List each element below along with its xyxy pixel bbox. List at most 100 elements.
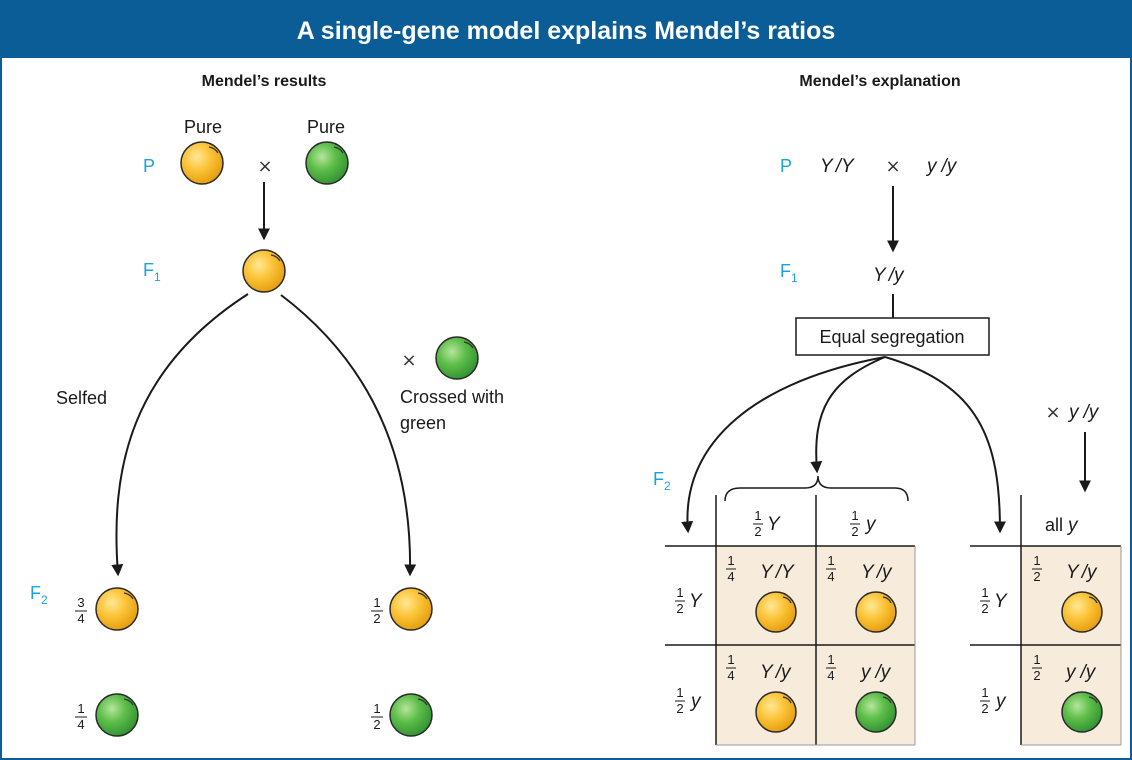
testcross-row-header-2: 1 2 y bbox=[980, 685, 1007, 716]
svg-text:Y/y: Y/y bbox=[760, 662, 792, 683]
svg-text:2: 2 bbox=[373, 611, 380, 626]
svg-text:4: 4 bbox=[827, 569, 834, 584]
svg-text:1: 1 bbox=[676, 685, 683, 700]
testcross-genotype: y/y bbox=[1067, 402, 1100, 423]
punnett-yellow-pea bbox=[855, 591, 897, 633]
left-p-cross-symbol: × bbox=[257, 156, 272, 177]
punnett-yellow-pea bbox=[755, 591, 797, 633]
svg-text:y/y: y/y bbox=[859, 662, 892, 683]
svg-text:3: 3 bbox=[77, 595, 84, 610]
svg-text:2: 2 bbox=[676, 701, 683, 716]
svg-text:1: 1 bbox=[981, 685, 988, 700]
svg-text:1: 1 bbox=[851, 508, 858, 523]
crossed-label-line2: green bbox=[400, 413, 446, 433]
right-f2-label: F2 bbox=[653, 469, 671, 493]
punnett-green-pea bbox=[855, 691, 897, 733]
svg-text:Y/y: Y/y bbox=[861, 562, 893, 583]
right-p-label: P bbox=[780, 156, 792, 176]
selfed-label: Selfed bbox=[56, 388, 107, 408]
testcross-symbol: × bbox=[1045, 402, 1060, 423]
figure-title: A single-gene model explains Mendel’s ra… bbox=[297, 17, 836, 45]
p-right-genotype: y/y bbox=[925, 156, 958, 177]
svg-text:1: 1 bbox=[827, 652, 834, 667]
selfed-yellow-fraction: 3 4 bbox=[75, 595, 87, 626]
svg-text:y/y: y/y bbox=[1064, 662, 1097, 683]
punnett-cell-2-1: 1 4 Y/y bbox=[726, 652, 797, 733]
testcross-yellow-pea bbox=[1061, 591, 1103, 633]
punnett-yellow-pea bbox=[755, 691, 797, 733]
punnett-cell-1-2: 1 4 Y/y bbox=[826, 553, 897, 633]
svg-text:4: 4 bbox=[77, 717, 84, 732]
svg-text:4: 4 bbox=[827, 668, 834, 683]
svg-text:1: 1 bbox=[676, 585, 683, 600]
parent-green-pea bbox=[305, 141, 349, 185]
svg-text:2: 2 bbox=[1033, 668, 1040, 683]
punnett-cell-1-1: 1 4 Y/Y bbox=[726, 553, 797, 633]
svg-text:2: 2 bbox=[754, 524, 761, 539]
title-banner bbox=[0, 0, 1132, 58]
testcross-row-header-1: 1 2 Y bbox=[980, 585, 1008, 616]
svg-text:4: 4 bbox=[727, 668, 734, 683]
gamete-bracket bbox=[724, 475, 909, 502]
svg-text:4: 4 bbox=[727, 569, 734, 584]
punnett-col-header-2: 1 2 y bbox=[850, 508, 877, 539]
crossed-green-fraction: 1 2 bbox=[371, 701, 383, 732]
f1-genotype: Y/y bbox=[873, 265, 905, 286]
left-heading: Mendel’s results bbox=[202, 73, 327, 90]
selfed-arrow bbox=[111, 293, 249, 577]
svg-text:2: 2 bbox=[373, 717, 380, 732]
punnett-square: 1 2 Y 1 2 y 1 2 Y 1 2 y 1 4 Y bbox=[665, 495, 916, 746]
svg-text:y: y bbox=[994, 691, 1007, 712]
punnett-row-header-2: 1 2 y bbox=[675, 685, 702, 716]
punnett-row-header-1: 1 2 Y bbox=[675, 585, 703, 616]
svg-text:1: 1 bbox=[1033, 652, 1040, 667]
pure-yellow-label: Pure bbox=[184, 117, 222, 137]
svg-text:2: 2 bbox=[981, 601, 988, 616]
svg-text:1: 1 bbox=[827, 553, 834, 568]
svg-text:1: 1 bbox=[727, 553, 734, 568]
svg-text:Y: Y bbox=[689, 591, 703, 612]
svg-text:1: 1 bbox=[373, 595, 380, 610]
crossed-green-pea bbox=[389, 693, 433, 737]
p-left-genotype: Y/Y bbox=[820, 156, 855, 177]
selfed-green-pea bbox=[95, 693, 139, 737]
segregation-box bbox=[795, 317, 990, 356]
crossed-yellow-fraction: 1 2 bbox=[371, 595, 383, 626]
testcross-cell-2: 1 2 y/y bbox=[1032, 652, 1103, 733]
crossed-label-line1: Crossed with bbox=[400, 387, 504, 407]
parent-yellow-pea bbox=[180, 141, 224, 185]
svg-text:Y/Y: Y/Y bbox=[760, 562, 795, 583]
punnett-arrow bbox=[810, 356, 886, 474]
punnett-cell-2-2: 1 4 y/y bbox=[826, 652, 897, 733]
svg-text:4: 4 bbox=[77, 611, 84, 626]
svg-text:1: 1 bbox=[981, 585, 988, 600]
selfed-yellow-pea bbox=[95, 587, 139, 631]
testcross-arrow bbox=[884, 356, 1006, 534]
svg-text:1: 1 bbox=[727, 652, 734, 667]
svg-text:Y: Y bbox=[767, 514, 781, 535]
left-f2-label: F2 bbox=[30, 583, 48, 607]
svg-text:1: 1 bbox=[373, 701, 380, 716]
selfed-green-fraction: 1 4 bbox=[75, 701, 87, 732]
svg-text:2: 2 bbox=[851, 524, 858, 539]
f1-yellow-pea bbox=[242, 249, 286, 293]
punnett-col-header-1: 1 2 Y bbox=[753, 508, 781, 539]
svg-text:2: 2 bbox=[676, 601, 683, 616]
crossed-green-pea bbox=[435, 336, 479, 380]
segregation-label: Equal segregation bbox=[819, 327, 964, 347]
pure-green-label: Pure bbox=[307, 117, 345, 137]
svg-text:y: y bbox=[689, 691, 702, 712]
svg-text:Y/y: Y/y bbox=[1066, 562, 1098, 583]
testcross-cell-1: 1 2 Y/y bbox=[1032, 553, 1103, 633]
f2-left-arrow bbox=[681, 356, 886, 534]
left-f1-label: F1 bbox=[143, 260, 161, 284]
svg-text:2: 2 bbox=[1033, 569, 1040, 584]
svg-text:1: 1 bbox=[754, 508, 761, 523]
svg-text:1: 1 bbox=[77, 701, 84, 716]
crossed-yellow-pea bbox=[389, 587, 433, 631]
svg-text:2: 2 bbox=[981, 701, 988, 716]
